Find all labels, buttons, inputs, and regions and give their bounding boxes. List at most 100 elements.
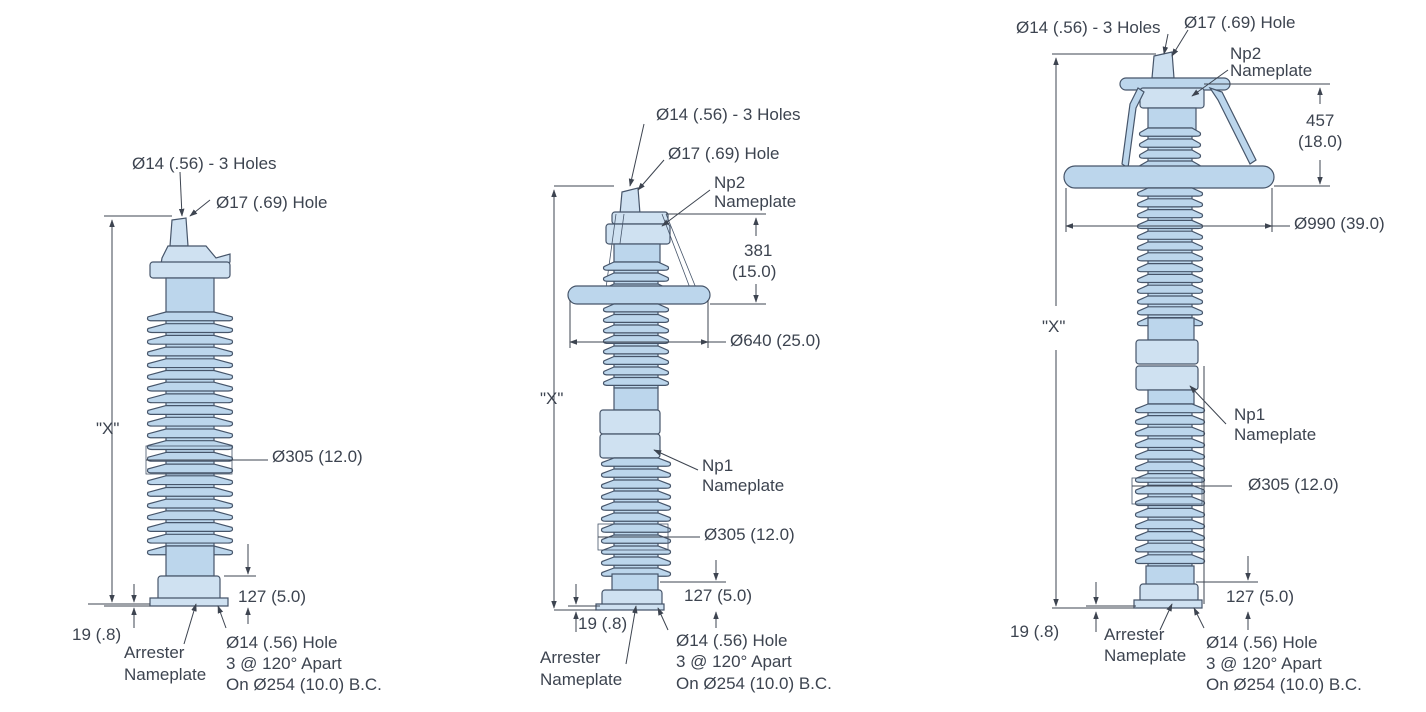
arrester-nameplate-label-2: Nameplate	[124, 665, 206, 684]
insulator-shed	[1134, 554, 1206, 565]
top-hole-leader	[189, 199, 211, 217]
insulator-shed	[1136, 187, 1204, 197]
top-holes-label: Ø14 (.56) - 3 Holes	[1016, 18, 1161, 37]
top-hole-label: Ø17 (.69) Hole	[216, 193, 328, 212]
lower-neck	[611, 573, 659, 593]
insulator-shed	[1138, 127, 1202, 137]
height-label: "X"	[1042, 317, 1065, 336]
base-hole-label-1: Ø14 (.56) Hole	[676, 631, 788, 650]
insulator-shed	[1136, 241, 1204, 251]
arrester-nameplate-label-1: Arrester	[124, 643, 185, 662]
insulator-shed	[146, 486, 234, 497]
base-thickness-label: 19 (.8)	[1010, 622, 1059, 641]
base-thickness-label: 19 (.8)	[578, 614, 627, 633]
grading-ring	[567, 285, 711, 305]
insulator-shed	[146, 311, 234, 322]
insulator-shed	[602, 376, 670, 386]
diameter-label: Ø305 (12.0)	[704, 525, 795, 544]
insulator-shed	[146, 334, 234, 345]
top-flange	[1139, 87, 1205, 109]
base-height-label: 127 (5.0)	[684, 586, 752, 605]
insulator-shed	[146, 533, 234, 544]
insulator-shed	[1134, 415, 1206, 425]
height-label: "X"	[96, 419, 119, 438]
insulator-shed	[1136, 284, 1204, 294]
insulator-shed	[1134, 484, 1206, 495]
neck-section-lower	[1147, 389, 1195, 405]
insulator-shed	[146, 510, 234, 521]
diameter-label: Ø305 (12.0)	[272, 447, 363, 466]
base-height-label: 127 (5.0)	[1226, 587, 1294, 606]
arrester-drawing-2: Ø14 (.56) - 3 Holes Ø17 (.69) Hole Np2 N…	[540, 105, 832, 693]
base-hole-leader	[217, 605, 227, 629]
ring-height-label-2: (15.0)	[732, 262, 776, 281]
insulator-shed	[146, 428, 234, 439]
top-holes-label: Ø14 (.56) - 3 Holes	[132, 154, 277, 173]
top-holes-leader	[1162, 33, 1169, 55]
insulator-shed	[146, 381, 234, 392]
insulator-shed	[602, 355, 670, 365]
base-feet	[1133, 599, 1203, 609]
insulator-shed	[1136, 273, 1204, 284]
insulator-shed	[146, 393, 234, 404]
insulator-shed	[602, 303, 670, 313]
diameter-label: Ø305 (12.0)	[1248, 475, 1339, 494]
upper-sheds	[1138, 127, 1202, 170]
lower-neck	[1145, 565, 1195, 587]
top-hole-label: Ø17 (.69) Hole	[668, 144, 780, 163]
insulator-shed	[600, 501, 672, 511]
neck-section	[1147, 317, 1195, 341]
ring-diameter-label: Ø640 (25.0)	[730, 331, 821, 350]
base-hole-label-1: Ø14 (.56) Hole	[1206, 633, 1318, 652]
base-hole-label-2: 3 @ 120° Apart	[226, 654, 342, 673]
insulator-shed	[1134, 426, 1206, 437]
neck-section	[613, 387, 659, 411]
insulator-shed	[602, 324, 670, 334]
insulator-shed	[602, 366, 670, 376]
grading-ring-strut-right	[1208, 86, 1257, 165]
top-flange	[149, 261, 231, 279]
base-hole-label-2: 3 @ 120° Apart	[1206, 654, 1322, 673]
base-feet	[595, 603, 665, 611]
insulator-shed	[146, 346, 234, 357]
upper-neck	[613, 243, 661, 265]
insulator-shed	[602, 313, 670, 323]
top-hole-label: Ø17 (.69) Hole	[1184, 13, 1296, 32]
insulator-shed	[600, 556, 672, 566]
base-hole-label-3: On Ø254 (10.0) B.C.	[676, 674, 832, 693]
arrester-nameplate-label-1: Arrester	[1104, 625, 1165, 644]
insulator-shed	[1136, 230, 1204, 240]
grading-ring	[1063, 165, 1275, 189]
top-cap	[611, 211, 669, 225]
insulator-shed	[600, 512, 672, 522]
base-hole-label-3: On Ø254 (10.0) B.C.	[226, 675, 382, 694]
np1-label-2: Nameplate	[702, 476, 784, 495]
insulator-shed	[1136, 252, 1204, 262]
diameter-marker-box	[1131, 477, 1203, 505]
base-height-label: 127 (5.0)	[238, 587, 306, 606]
mid-flange-upper	[599, 409, 661, 435]
insulator-shed	[1136, 198, 1204, 208]
insulator-shed	[1138, 138, 1202, 148]
insulator-shed	[600, 457, 672, 467]
base-feet	[149, 597, 229, 607]
lower-sheds	[600, 457, 672, 577]
insulator-shed	[1136, 306, 1204, 316]
mid-flange-upper	[1135, 339, 1199, 365]
height-label: "X"	[540, 389, 563, 408]
insulator-shed	[146, 440, 234, 451]
insulator-shed	[1136, 209, 1204, 219]
np1-label-1: Np1	[702, 456, 733, 475]
upper-neck	[1147, 107, 1197, 131]
ring-diameter-label: Ø990 (39.0)	[1294, 214, 1385, 233]
ring-height-label-1: 381	[744, 241, 772, 260]
np2-label-2: Nameplate	[714, 192, 796, 211]
np2-label-1: Np2	[1230, 44, 1261, 63]
top-holes-leader	[628, 123, 645, 187]
base-thickness-label: 19 (.8)	[72, 625, 121, 644]
insulator-shed	[602, 345, 670, 355]
insulator-shed	[1136, 295, 1204, 305]
mid-flange-lower	[1135, 365, 1199, 391]
np2-leader	[1191, 69, 1229, 97]
